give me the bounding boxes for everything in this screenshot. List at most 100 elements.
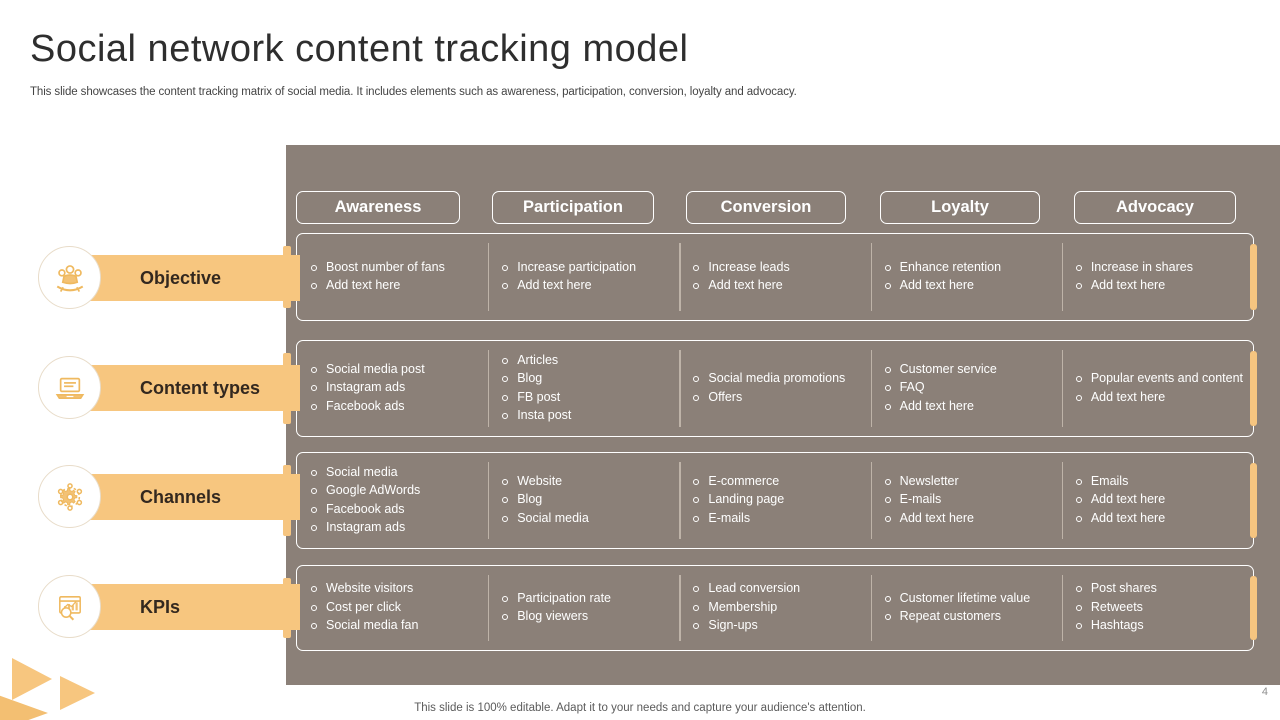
bullet-item: Increase in shares [1075,259,1247,277]
column-header-awareness[interactable]: Awareness [296,191,460,224]
bullet-text: Customer lifetime value [899,590,1031,605]
bullet-text: Emails [1090,473,1129,488]
row-accent-right [1250,351,1257,426]
bullet-item: Articles [502,352,673,370]
column-header-loyalty[interactable]: Loyalty [880,191,1040,224]
row-label-kpis[interactable]: KPIs [68,584,300,630]
bullet-text: Add text here [326,278,401,292]
bullet-text: Website visitors [326,581,414,596]
bullet-item: Blog viewers [502,608,673,626]
row-label-content-types[interactable]: Content types [68,365,300,411]
column-header-participation[interactable]: Participation [492,191,654,224]
bullet-marker-icon [311,385,317,392]
matrix-panel [286,145,1280,685]
footer-note: This slide is 100% editable. Adapt it to… [414,702,866,714]
gear-network-icon [38,465,101,528]
bullet-text: Customer service [899,361,997,376]
bullet-text: Popular events and content [1090,371,1244,385]
bullet-marker-icon [693,283,700,289]
bullet-item: Google AdWords [311,482,482,500]
bullet-marker-icon [502,283,509,289]
bullet-item: Social media post [311,361,482,379]
bullet-marker-icon [693,264,700,271]
bullet-item: Add text here [1075,510,1247,528]
row-label-text: Objective [140,267,222,288]
bullet-marker-icon [1075,515,1082,522]
bullet-marker-icon [311,488,317,494]
page-number: 4 [1261,686,1268,698]
bullet-text: Add text here [899,510,974,525]
bullet-marker-icon [884,264,891,271]
bullet-marker-icon [693,376,700,382]
bullet-item: FB post [502,389,673,407]
bullet-text: Blog [517,371,543,385]
bullet-text: Repeat customers [899,609,1002,623]
bullet-marker-icon [311,283,317,289]
bullet-item: Increase leads [693,259,864,277]
bullet-marker-icon [693,497,700,504]
bullet-marker-icon [884,478,891,485]
bullet-text: Blog [517,492,543,507]
bullet-marker-icon [1075,604,1082,611]
bullet-text: Add text here [517,278,592,292]
bullet-marker-icon [502,478,509,485]
bullet-item: Lead conversion [693,580,864,598]
bullet-marker-icon [884,403,891,410]
bullet-text: Google AdWords [326,483,421,497]
bullet-item: Customer service [884,361,1056,379]
bullet-marker-icon [693,623,700,630]
bullet-text: Cost per click [326,599,402,614]
bullet-marker-icon [1075,264,1082,271]
column-header-conversion[interactable]: Conversion [686,191,846,224]
bullet-item: Add text here [884,398,1056,416]
bullet-item: Add text here [693,277,864,295]
row-label-text: KPIs [140,596,181,617]
bullet-marker-icon [311,604,317,611]
row-label-channels[interactable]: Channels [68,474,300,520]
column-header-advocacy[interactable]: Advocacy [1074,191,1236,224]
bullet-marker-icon [693,604,700,611]
bullet-item: Sign-ups [693,617,864,635]
bullet-item: Website [502,473,673,491]
bullet-marker-icon [1075,497,1082,504]
bullet-text: Social media [517,510,589,525]
bullet-text: Increase in shares [1090,259,1193,274]
bullet-text: Offers [708,389,743,404]
bullet-text: FAQ [899,380,925,395]
bullet-item: E-mails [884,491,1056,509]
bullet-marker-icon [1075,478,1082,485]
bullet-text: Website [517,473,563,488]
bullet-item: Newsletter [884,473,1056,491]
row-label-objective[interactable]: Objective [68,255,300,301]
row-label-text: Channels [140,486,222,507]
row-label-text: Content types [140,377,261,398]
bullet-item: Social media [311,464,482,482]
bullet-item: Emails [1075,473,1247,491]
bullet-marker-icon [502,394,509,401]
bullet-marker-icon [884,614,891,620]
